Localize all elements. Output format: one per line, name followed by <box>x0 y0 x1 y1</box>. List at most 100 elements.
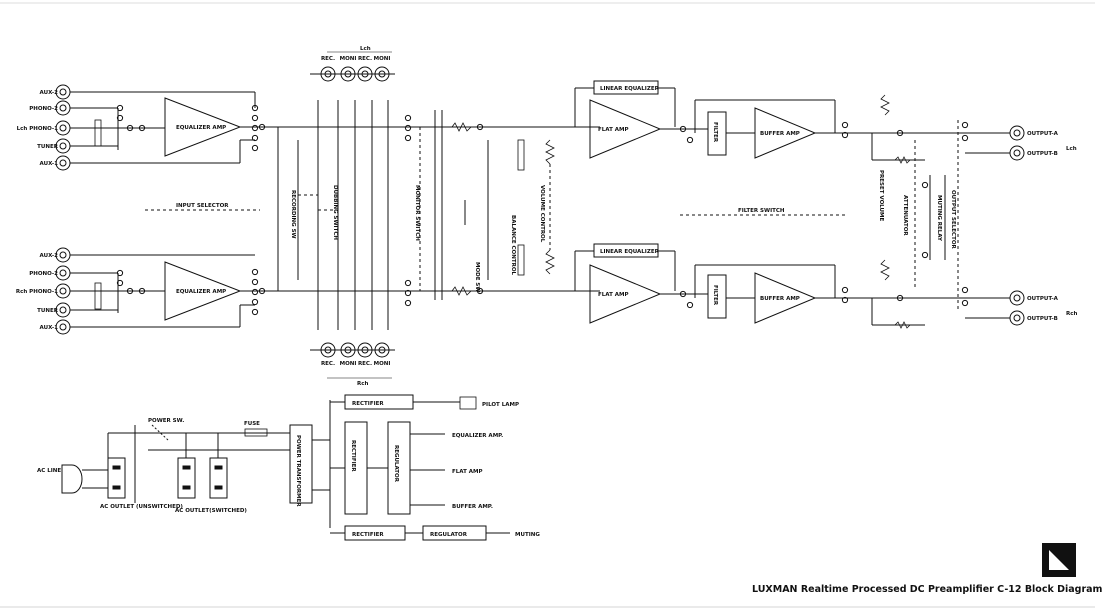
input-label-right-2: Rch PHONO-1 <box>16 289 58 295</box>
luxman-logo <box>1042 543 1076 577</box>
linear-equalizer-right: LINEAR EQUALIZER <box>593 243 660 258</box>
svg-text:AC OUTLET(SWITCHED): AC OUTLET(SWITCHED) <box>175 508 247 514</box>
svg-text:POWER TRANSFORMER: POWER TRANSFORMER <box>295 435 301 507</box>
balance-volume-controls <box>517 139 555 276</box>
svg-text:LINEAR EQUALIZER: LINEAR EQUALIZER <box>600 86 660 92</box>
svg-text:EQUALIZER AMP: EQUALIZER AMP <box>176 289 226 295</box>
svg-text:PILOT LAMP: PILOT LAMP <box>482 402 519 408</box>
input-label-right-4: AUX-1 <box>40 325 59 331</box>
svg-text:FILTER: FILTER <box>712 285 718 306</box>
buffer-amp-right: BUFFER AMP <box>754 272 817 324</box>
tape-label-top-1: MONI <box>340 56 357 62</box>
muting-relay-label: MUTING RELAY <box>936 195 942 242</box>
svg-text:FUSE: FUSE <box>244 421 260 427</box>
switch-contact <box>251 278 259 286</box>
input-jack-left-0 <box>55 84 71 100</box>
switch-contact <box>404 134 412 142</box>
tape-label-bottom-1: MONI <box>340 361 357 367</box>
power-supply: AC LINE AC OUTLET (UNSWITCHED) POWER SW.… <box>37 394 540 541</box>
preset-volume-label: PRESET VOLUME <box>878 170 884 221</box>
switch-contact <box>116 104 124 112</box>
equalizer-amp-right: EQUALIZER AMP <box>164 261 242 321</box>
tape-jack-bottom-0 <box>320 342 336 358</box>
tape-label-top-2: REC. <box>358 56 372 62</box>
output-selector-label: OUTPUT SELECTOR <box>950 190 956 250</box>
output-ch-left: Lch <box>1066 146 1077 152</box>
input-jack-right-1 <box>55 265 71 281</box>
input-jack-left-2 <box>55 120 71 136</box>
svg-text:AC OUTLET (UNSWITCHED): AC OUTLET (UNSWITCHED) <box>100 504 183 510</box>
monitor-switch-label: MONITOR SWITCH <box>414 185 420 241</box>
input-jack-right-4 <box>55 319 71 335</box>
filter-right: FILTER <box>707 274 727 319</box>
input-label-right-1: PHONO-2 <box>29 271 58 277</box>
output-label-left-1: OUTPUT-B <box>1027 151 1058 157</box>
output-label-left-0: OUTPUT-A <box>1027 131 1059 137</box>
svg-text:AC LINE: AC LINE <box>37 468 61 474</box>
switch-contact <box>686 301 694 309</box>
switch-contact <box>116 114 124 122</box>
recording-dubbing-switch <box>277 100 389 330</box>
svg-text:RECTIFIER: RECTIFIER <box>352 532 384 538</box>
tape-label-bottom-0: REC. <box>321 361 335 367</box>
flat-amp-left: FLAT AMP <box>589 99 662 159</box>
input-label-left-2: Lch PHONO-1 <box>17 126 59 132</box>
svg-text:BUFFER AMP.: BUFFER AMP. <box>452 504 493 510</box>
input-label-left-1: PHONO-2 <box>29 106 58 112</box>
output-label-right-1: OUTPUT-B <box>1027 316 1058 322</box>
switch-contact <box>841 296 849 304</box>
output-jack-left-0 <box>1009 125 1025 141</box>
output-stage <box>871 94 959 329</box>
switch-contact <box>686 136 694 144</box>
input-wiring-left <box>70 91 256 164</box>
volume-control-label: VOLUME CONTROL <box>539 185 545 243</box>
switch-contact <box>404 299 412 307</box>
svg-text:FLAT AMP: FLAT AMP <box>598 127 629 133</box>
switch-contact <box>251 134 259 142</box>
switch-contact <box>116 279 124 287</box>
tape-label-top-3: MONI <box>374 56 391 62</box>
svg-text:REGULATOR: REGULATOR <box>393 445 399 483</box>
output-jack-left-1 <box>1009 145 1025 161</box>
tape-jack-bottom-1 <box>340 342 356 358</box>
input-jack-right-0 <box>55 247 71 263</box>
tape-label-top-0: REC. <box>321 56 335 62</box>
switch-contact <box>841 121 849 129</box>
linear-equalizer-left: LINEAR EQUALIZER <box>593 80 660 95</box>
switch-contact <box>961 134 969 142</box>
switch-contact <box>251 308 259 316</box>
tape-jack-top-3 <box>374 66 390 82</box>
switch-contact <box>961 286 969 294</box>
switch-contact <box>126 287 134 295</box>
input-jack-left-1 <box>55 100 71 116</box>
input-jack-left-3 <box>55 138 71 154</box>
tape-bottom-ch: Rch <box>357 381 368 387</box>
input-wiring-right <box>70 254 255 328</box>
input-jack-left-4 <box>55 155 71 171</box>
output-jack-right-0 <box>1009 290 1025 306</box>
switch-contact <box>138 124 146 132</box>
switch-contact <box>251 288 259 296</box>
mode-sw-label: MODE SW <box>474 262 480 292</box>
switch-contact <box>251 104 259 112</box>
svg-text:BUFFER AMP: BUFFER AMP <box>760 131 800 137</box>
buffer-amp-left: BUFFER AMP <box>754 107 817 159</box>
svg-text:FLAT AMP: FLAT AMP <box>598 292 629 298</box>
switch-contact <box>921 251 929 259</box>
filter-switch-label: FILTER SWITCH <box>738 208 785 214</box>
mode-switch <box>451 122 489 296</box>
output-ch-right: Rch <box>1066 311 1077 317</box>
switch-contact <box>404 289 412 297</box>
dubbing-switch-label: DUBBING SWITCH <box>332 185 338 240</box>
input-selector-label: INPUT SELECTOR <box>176 203 229 209</box>
tape-jack-bottom-2 <box>357 342 373 358</box>
switch-contact <box>251 144 259 152</box>
input-label-left-4: AUX-1 <box>40 161 59 167</box>
svg-text:LINEAR EQUALIZER: LINEAR EQUALIZER <box>600 249 660 255</box>
switch-contact <box>404 279 412 287</box>
svg-text:RECTIFIER: RECTIFIER <box>352 401 384 407</box>
